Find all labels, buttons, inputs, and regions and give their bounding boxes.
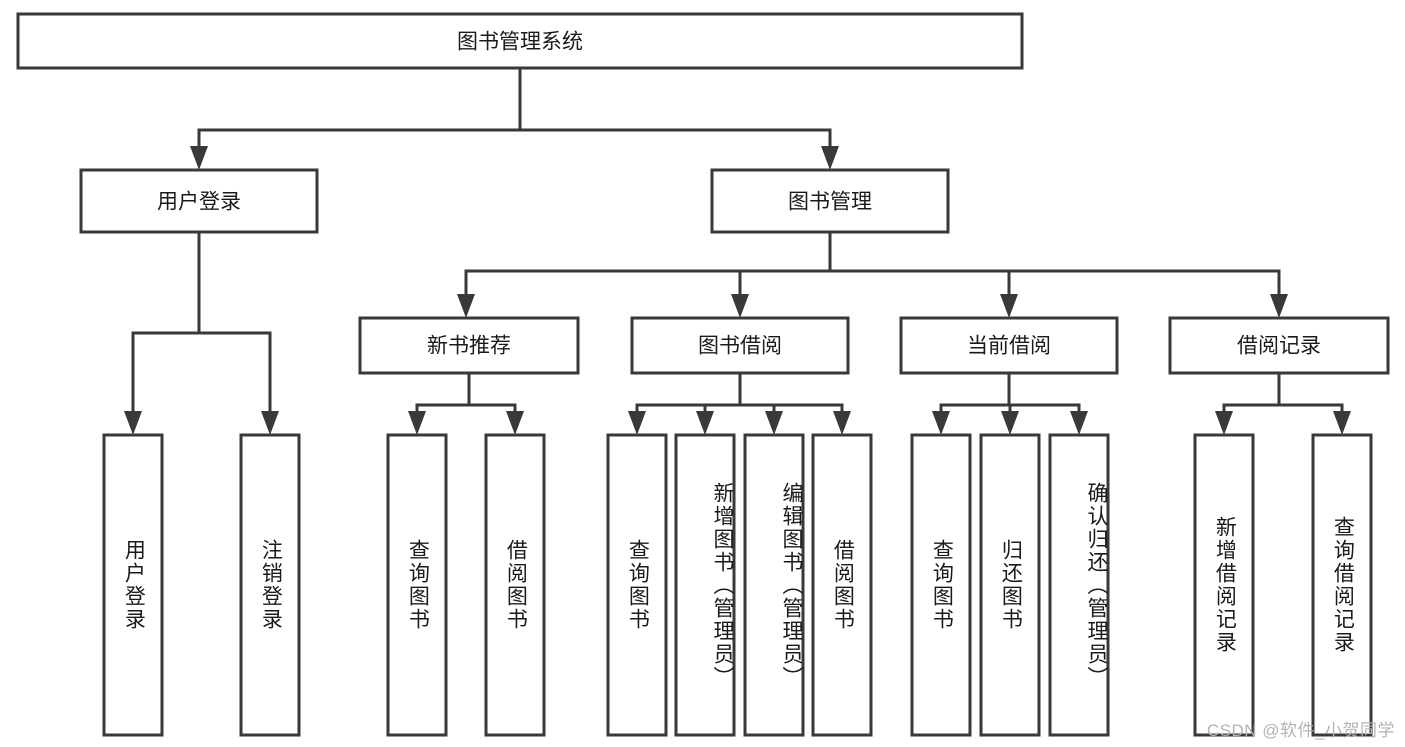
node-user-login-label: 用户登录 [157, 191, 241, 214]
leaf-box-borrowrecord-1[interactable] [1193, 433, 1255, 737]
leaf-box-currentborrow-2[interactable] [979, 433, 1041, 737]
node-user-login[interactable]: 用户登录 [79, 168, 319, 234]
connector-root-to-level2 [190, 66, 839, 170]
node-root-box[interactable] [16, 12, 1024, 70]
node-book-manage[interactable]: 图书管理 [710, 168, 950, 234]
arrow-head-leaf-currentborrow-3 [1070, 411, 1088, 435]
arrow-head-book-manage [821, 146, 839, 170]
node-book-manage-box[interactable] [710, 168, 950, 234]
node-new-book-recommend[interactable]: 新书推荐 [358, 316, 580, 375]
leaf-box-user-login-2[interactable] [239, 433, 301, 737]
arrow-head-leaf-newbook-2 [506, 411, 524, 435]
leaf-box-bookborrow-2[interactable] [674, 433, 736, 737]
node-new-book-recommend-box[interactable] [358, 316, 580, 375]
node-borrow-record[interactable]: 借阅记录 [1168, 316, 1390, 375]
arrow-head-book-borrow [731, 294, 749, 318]
arrow-head-leaf-bookborrow-1 [628, 411, 646, 435]
arrow-head-leaf-bookborrow-2 [696, 411, 714, 435]
node-root-label: 图书管理系统 [457, 31, 583, 54]
arrow-head-leaf-user-login-2 [261, 411, 279, 435]
arrow-head-leaf-bookborrow-4 [833, 411, 851, 435]
node-current-borrow-label: 当前借阅 [967, 335, 1051, 358]
connector-current-borrow-to-leaves [932, 371, 1088, 435]
node-root[interactable]: 图书管理系统 [16, 12, 1024, 70]
leaf-box-borrowrecord-2[interactable] [1311, 433, 1373, 737]
watermark-text: CSDN @软件_小贺同学 [1206, 721, 1395, 740]
node-borrow-record-label: 借阅记录 [1237, 335, 1321, 358]
arrow-head-leaf-user-login-1 [124, 411, 142, 435]
node-book-manage-label: 图书管理 [788, 191, 872, 214]
leaf-box-bookborrow-3[interactable] [743, 433, 805, 737]
arrow-head-leaf-bookborrow-3 [765, 411, 783, 435]
arrow-head-new-book [457, 294, 475, 318]
leaf-box-currentborrow-1[interactable] [910, 433, 972, 737]
leaf-box-bookborrow-1[interactable] [606, 433, 668, 737]
connector-new-book-to-leaves [408, 371, 524, 435]
connector-user-login-to-leaves [124, 230, 279, 435]
leaf-box-currentborrow-3[interactable] [1048, 433, 1110, 737]
arrow-head-leaf-currentborrow-2 [1001, 411, 1019, 435]
leaf-box-newbook-2[interactable] [484, 433, 546, 737]
arrow-head-current-borrow [1000, 294, 1018, 318]
node-borrow-record-box[interactable] [1168, 316, 1390, 375]
connector-book-manage-to-level3 [457, 230, 1288, 318]
arrow-head-leaf-currentborrow-1 [932, 411, 950, 435]
leaf-box-newbook-1[interactable] [386, 433, 448, 737]
arrow-head-user-login [190, 146, 208, 170]
arrow-head-leaf-newbook-1 [408, 411, 426, 435]
arrow-head-leaf-borrowrecord-1 [1215, 411, 1233, 435]
node-book-borrow[interactable]: 图书借阅 [630, 316, 850, 375]
node-book-borrow-box[interactable] [630, 316, 850, 375]
connector-book-borrow-to-leaves [628, 371, 851, 435]
node-current-borrow-box[interactable] [899, 316, 1119, 375]
node-book-borrow-label: 图书借阅 [698, 335, 782, 358]
leaf-box-bookborrow-4[interactable] [811, 433, 873, 737]
leaf-box-user-login-1[interactable] [102, 433, 164, 737]
arrow-head-leaf-borrowrecord-2 [1333, 411, 1351, 435]
node-new-book-recommend-label: 新书推荐 [427, 335, 511, 358]
arrow-head-borrow-record [1270, 294, 1288, 318]
connector-borrow-record-to-leaves [1215, 371, 1351, 435]
node-current-borrow[interactable]: 当前借阅 [899, 316, 1119, 375]
